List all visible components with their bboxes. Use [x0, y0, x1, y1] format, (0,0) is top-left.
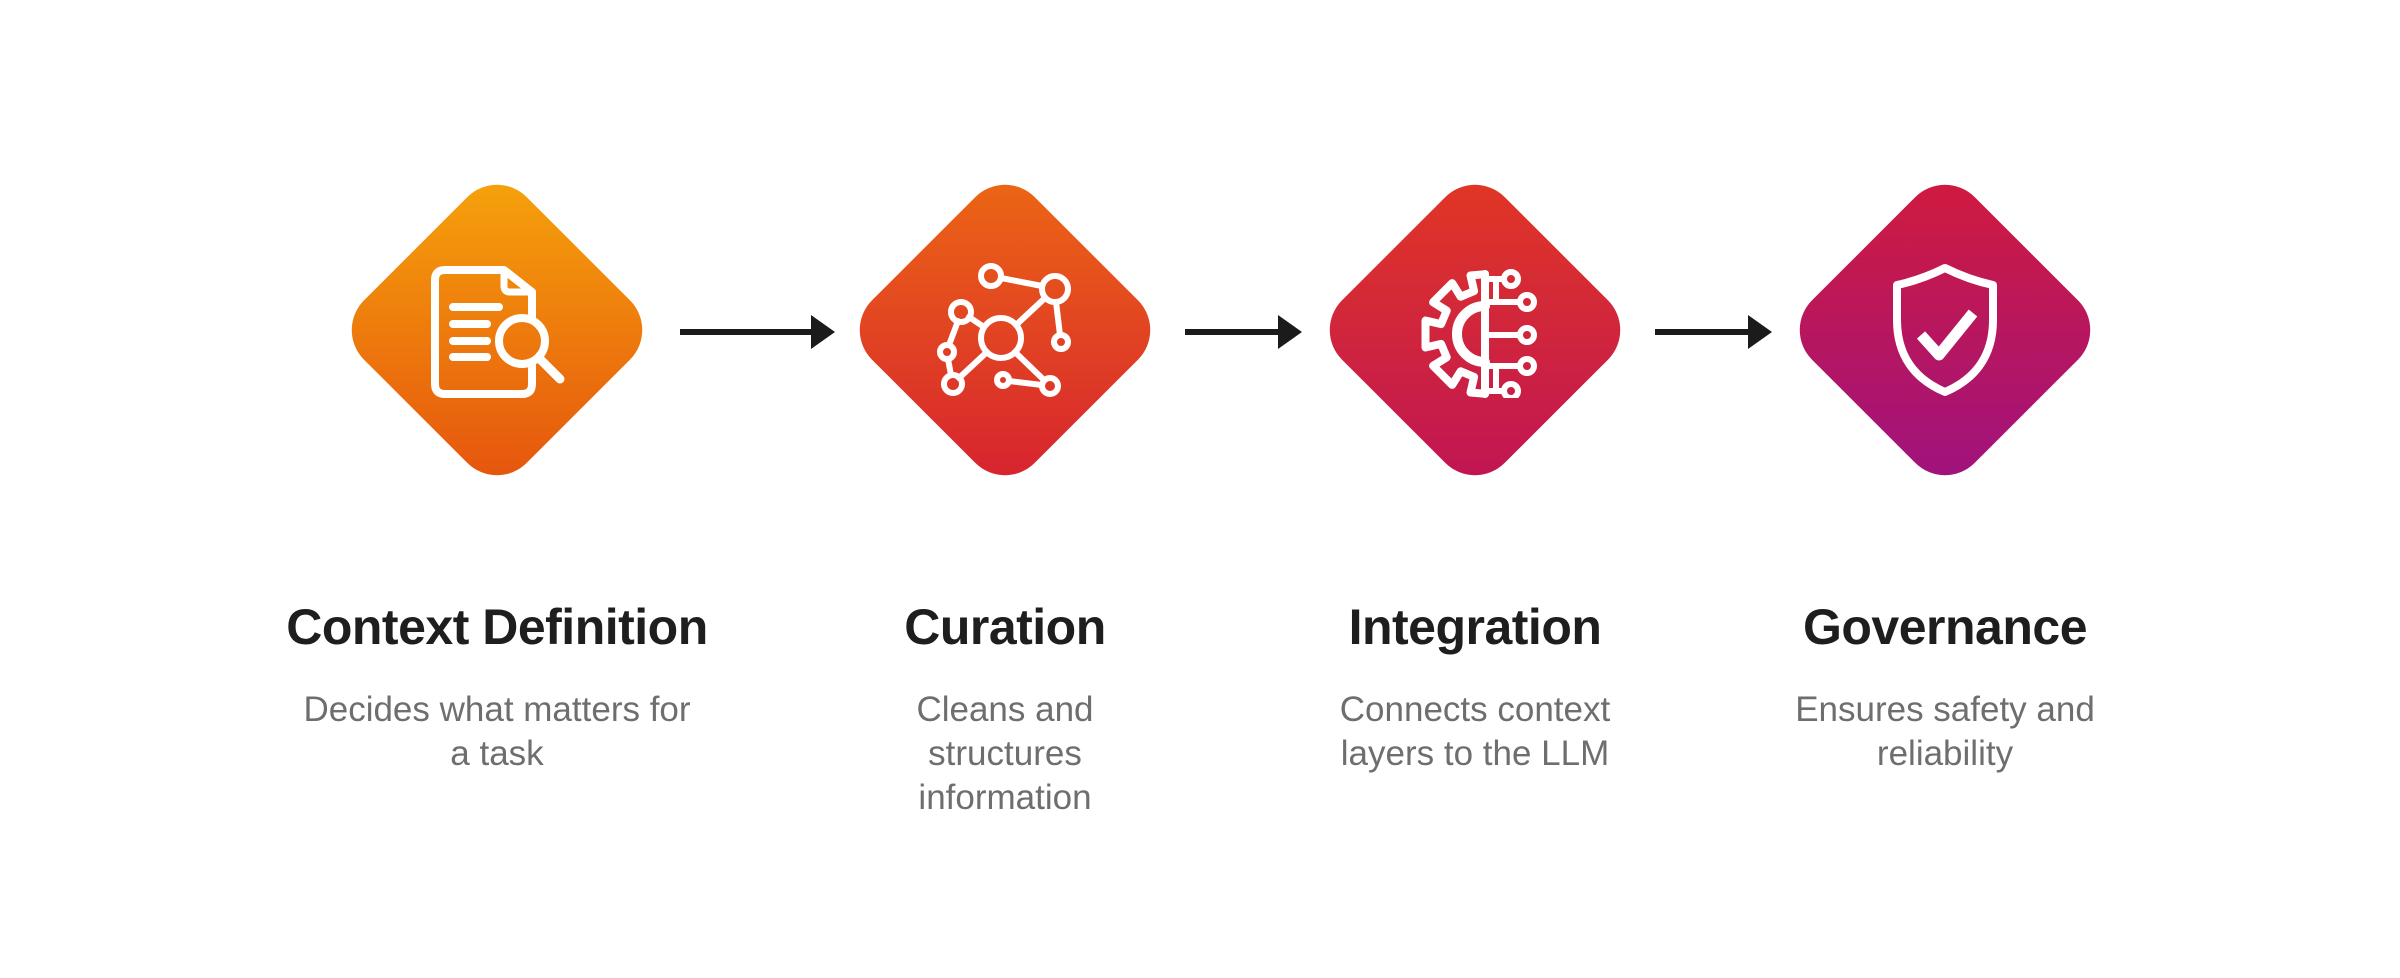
step-curation: Curation Cleans and structures informati… — [775, 0, 1235, 978]
document-search-icon — [382, 215, 612, 445]
step-description: Decides what matters for a task — [303, 690, 691, 773]
gear-circuit-icon — [1360, 215, 1590, 445]
step-governance: Governance Ensures safety and reliabilit… — [1715, 0, 2175, 978]
step-title: Governance — [1802, 599, 2088, 655]
step-description: Ensures safety and reliability — [1795, 690, 2095, 773]
flow-arrow-icon — [1655, 315, 1772, 349]
step-description: Cleans and structures information — [916, 690, 1094, 817]
step-integration: Integration Connects context layers to t… — [1245, 0, 1705, 978]
shield-check-icon — [1830, 215, 2060, 445]
step-title: Curation — [904, 599, 1106, 655]
flow-arrow-icon — [1185, 315, 1302, 349]
step-title: Context Definition — [286, 599, 708, 655]
diamond-governance — [1782, 167, 2108, 493]
step-description: Connects context layers to the LLM — [1339, 690, 1611, 773]
step-title: Integration — [1348, 599, 1602, 655]
diamond-curation — [842, 167, 1168, 493]
diamond-integration — [1312, 167, 1638, 493]
diamond-context-definition — [334, 167, 660, 493]
flow-arrow-icon — [680, 315, 835, 349]
network-nodes-icon — [890, 215, 1120, 445]
step-context-definition: Context Definition Decides what matters … — [267, 0, 727, 978]
